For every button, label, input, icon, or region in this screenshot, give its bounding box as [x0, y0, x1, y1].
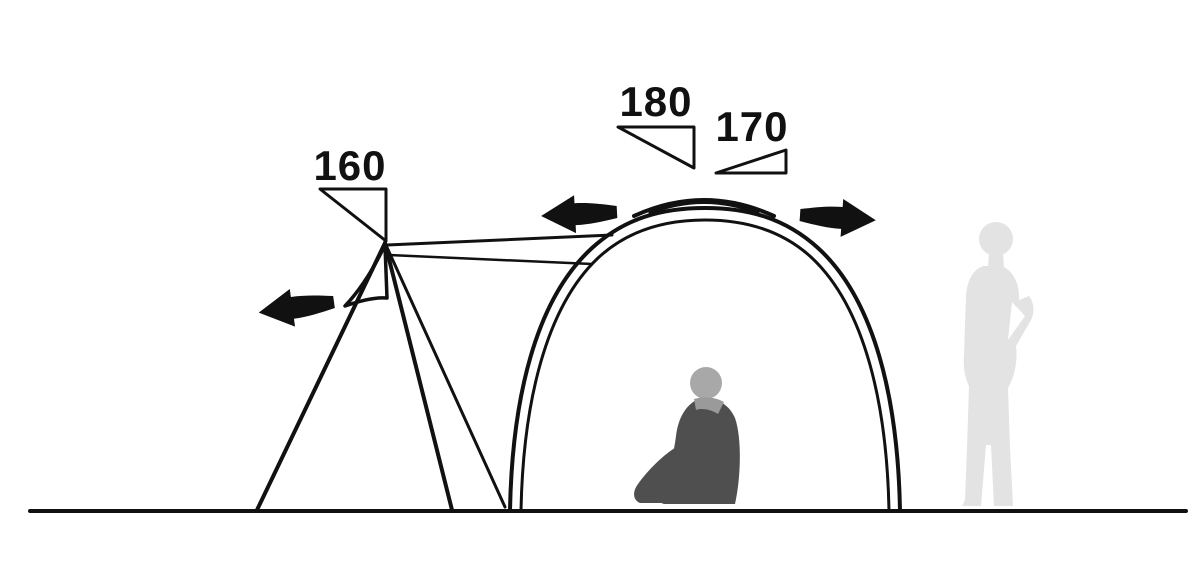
measurement-170: 170: [714, 103, 788, 175]
seated-person-head: [690, 367, 722, 399]
dome-arrow-right-icon: [798, 196, 878, 240]
dome-vent-inner-arc: [648, 201, 760, 215]
standing-person-body: [962, 266, 1034, 506]
seated-person-legs: [634, 446, 692, 503]
left-tent: [255, 241, 454, 512]
far-slope-line: [383, 241, 507, 509]
marker-180-triangle-icon: [616, 125, 696, 170]
standing-person: [962, 222, 1034, 506]
tent-ridge-lines: [383, 233, 614, 509]
dome-arrow-left-icon: [540, 193, 618, 235]
seated-person: [634, 367, 740, 504]
left-tent-left-slope: [255, 241, 387, 512]
standing-person-head: [979, 222, 1013, 256]
ridge-line-lower: [387, 253, 594, 266]
left-tent-arrow-left-icon: [256, 283, 337, 332]
ridge-line-upper: [385, 233, 614, 247]
main-tent-dome: [508, 198, 902, 513]
dome-outer-wall: [508, 206, 902, 513]
label-170: 170: [715, 103, 788, 150]
standing-person-neck: [988, 252, 1004, 268]
seated-person-collar: [694, 397, 724, 414]
left-tent-fill: [257, 243, 452, 510]
label-160: 160: [313, 142, 386, 189]
marker-170-triangle-icon: [714, 148, 788, 175]
marker-160-triangle-icon: [318, 187, 388, 243]
left-tent-right-slope: [383, 241, 454, 512]
dome-inner-mesh: [519, 218, 891, 513]
standing-person-arm-gap: [1008, 302, 1025, 340]
dome-vent-outer-arc: [632, 198, 776, 218]
left-tent-flap: [343, 243, 389, 308]
label-180: 180: [619, 78, 692, 125]
measurement-180: 180: [616, 78, 696, 170]
measurement-160: 160: [313, 142, 388, 243]
